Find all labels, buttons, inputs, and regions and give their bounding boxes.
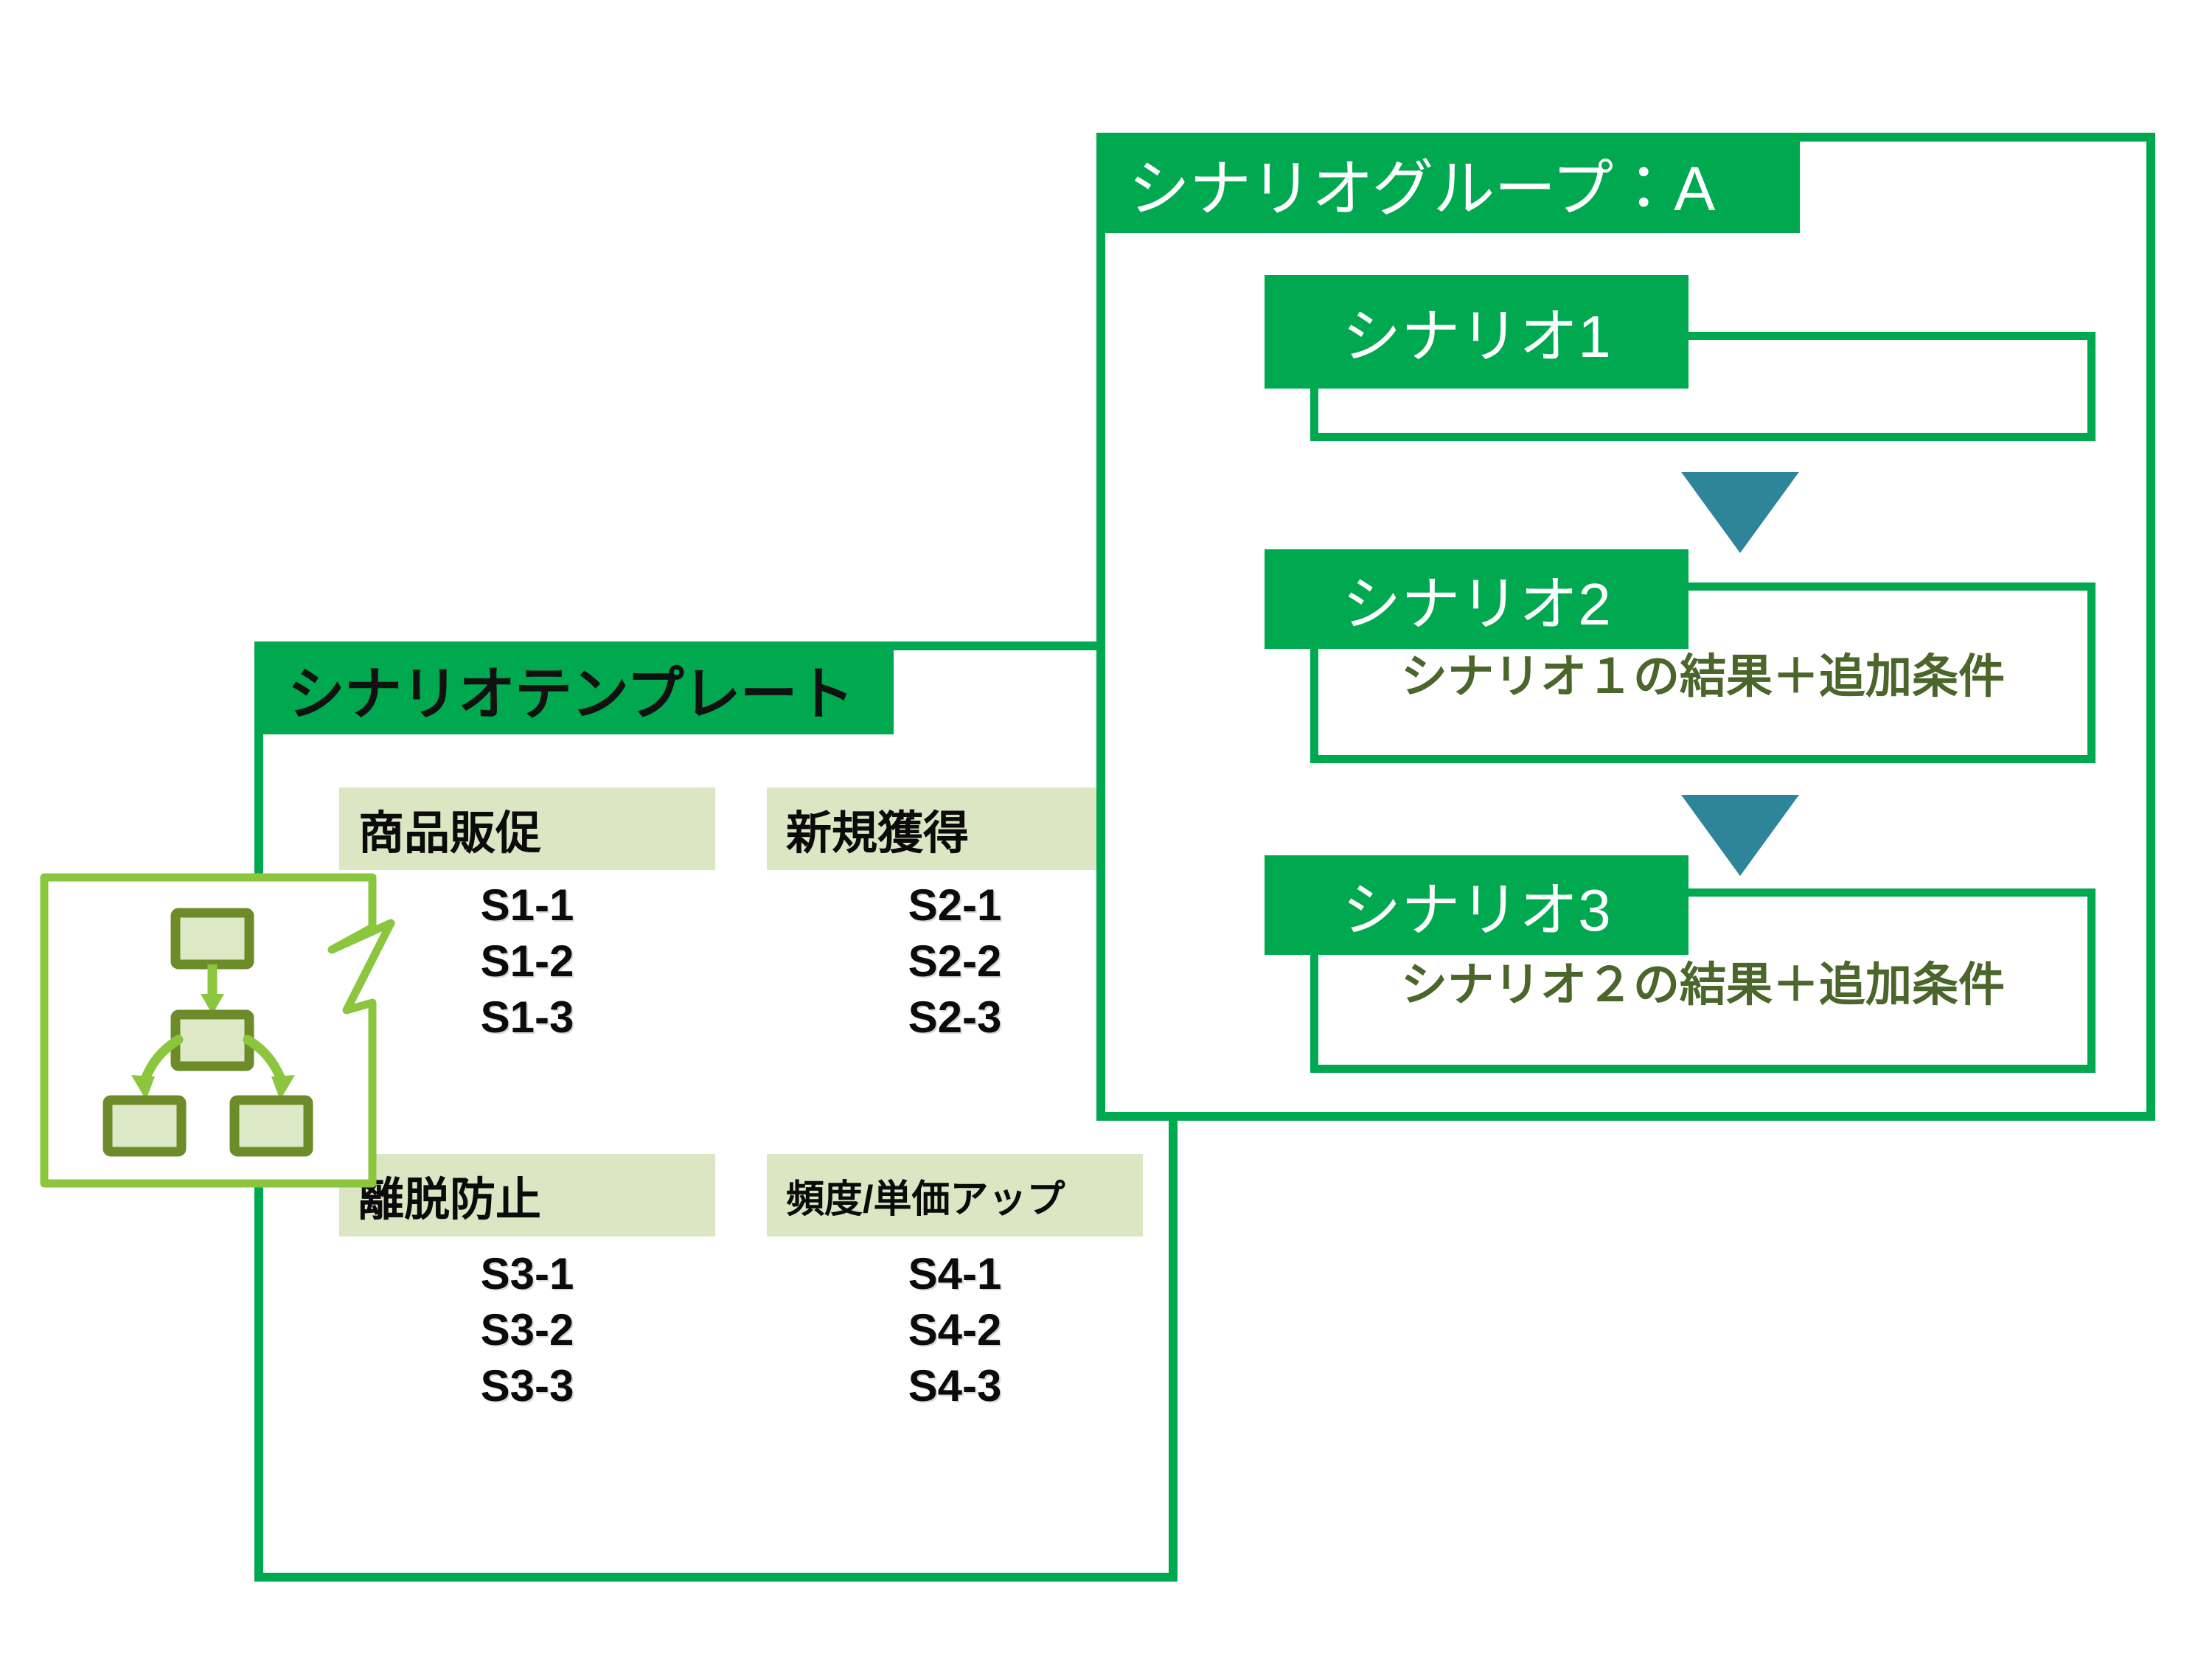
flow-arrowhead-down: [201, 994, 224, 1015]
category-header-hindo-tanka-up: 頻度/単価アップ: [767, 1154, 1143, 1237]
template-item[interactable]: S3-3: [480, 1361, 574, 1411]
template-item[interactable]: S1-2: [480, 936, 574, 987]
template-item[interactable]: S1-1: [480, 880, 574, 930]
flowchart-callout: [37, 870, 420, 1194]
category-items-shohin-hansoku: S1-1 S1-2 S1-3: [339, 877, 715, 1046]
template-item[interactable]: S4-1: [908, 1249, 1002, 1298]
flow-node-top: [170, 908, 254, 970]
down-triangle-icon-2: [1681, 795, 1799, 876]
flow-node-bottom-right: [229, 1095, 313, 1157]
scenario-body-text-2: シナリオ１の結果＋追加条件: [1401, 651, 2005, 703]
flow-node-bottom-left: [102, 1095, 187, 1157]
scenario-tab-2[interactable]: シナリオ2: [1265, 549, 1688, 649]
flow-arrowhead-right: [271, 1075, 295, 1100]
category-header-shohin-hansoku: 商品販促: [339, 787, 715, 870]
template-item[interactable]: S3-1: [480, 1249, 574, 1298]
category-items-shinki-kakutoku: S2-1 S2-2 S2-3: [767, 877, 1143, 1046]
template-item[interactable]: S2-1: [908, 880, 1002, 930]
scenario-body-3: シナリオ２の結果＋追加条件: [1310, 888, 2096, 1073]
scenario-template-title: シナリオテンプレート: [261, 644, 894, 734]
flow-node-middle: [170, 1009, 254, 1071]
template-item[interactable]: S4-3: [908, 1361, 1002, 1411]
scenario-tab-1[interactable]: シナリオ1: [1265, 275, 1688, 389]
template-item[interactable]: S2-3: [908, 992, 1002, 1043]
category-header-ridatsu-boshi: 離脱防止: [339, 1154, 715, 1237]
down-triangle-icon-1: [1681, 472, 1799, 553]
scenario-group-title: シナリオグループ：A: [1103, 135, 1800, 233]
category-header-shinki-kakutoku: 新規獲得: [767, 787, 1143, 870]
flow-arrowhead-left: [131, 1075, 155, 1100]
scenario-body-text-3: シナリオ２の結果＋追加条件: [1401, 959, 2005, 1011]
scenario-tab-3[interactable]: シナリオ3: [1265, 855, 1688, 955]
category-items-ridatsu-boshi: S3-1 S3-2 S3-3: [339, 1246, 715, 1415]
category-items-hindo-tanka-up: S4-1 S4-2 S4-3: [767, 1246, 1143, 1415]
template-item[interactable]: S2-2: [908, 936, 1002, 987]
template-item[interactable]: S3-2: [480, 1305, 574, 1355]
template-item[interactable]: S1-3: [480, 992, 574, 1043]
flowchart-icon: [102, 908, 313, 1157]
template-item[interactable]: S4-2: [908, 1305, 1002, 1355]
